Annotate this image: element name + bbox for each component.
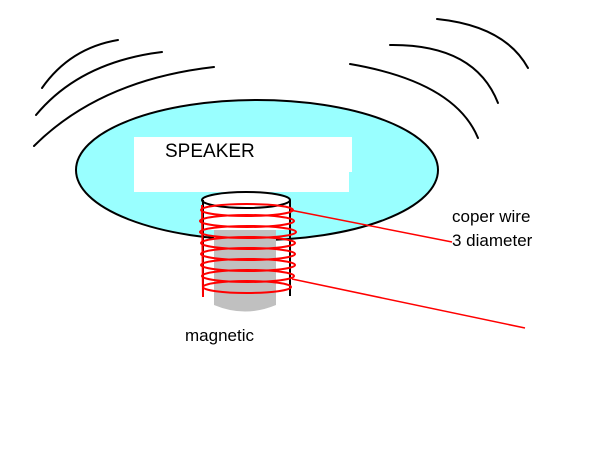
speaker-label: SPEAKER (165, 141, 255, 162)
sound-wave-right-3 (349, 63, 479, 139)
sound-wave-right-2 (389, 43, 499, 104)
sound-wave-right-1 (436, 18, 529, 69)
sound-waves-left (33, 39, 215, 147)
wire-lead-lower (291, 278, 526, 329)
sound-wave-left-2 (35, 51, 163, 116)
sound-waves-right (349, 18, 529, 139)
wire-lead-upper (289, 209, 453, 243)
sound-wave-left-1 (41, 39, 119, 89)
magnet-label: magnetic (185, 326, 254, 345)
coil-left-lead (201, 204, 204, 298)
sound-wave-left-3 (33, 66, 215, 147)
speaker-label-box (134, 137, 352, 192)
copper-coil (199, 203, 297, 298)
wire-label-line1: coper wire (452, 207, 530, 226)
wire-label-line2: 3 diameter (452, 231, 533, 250)
